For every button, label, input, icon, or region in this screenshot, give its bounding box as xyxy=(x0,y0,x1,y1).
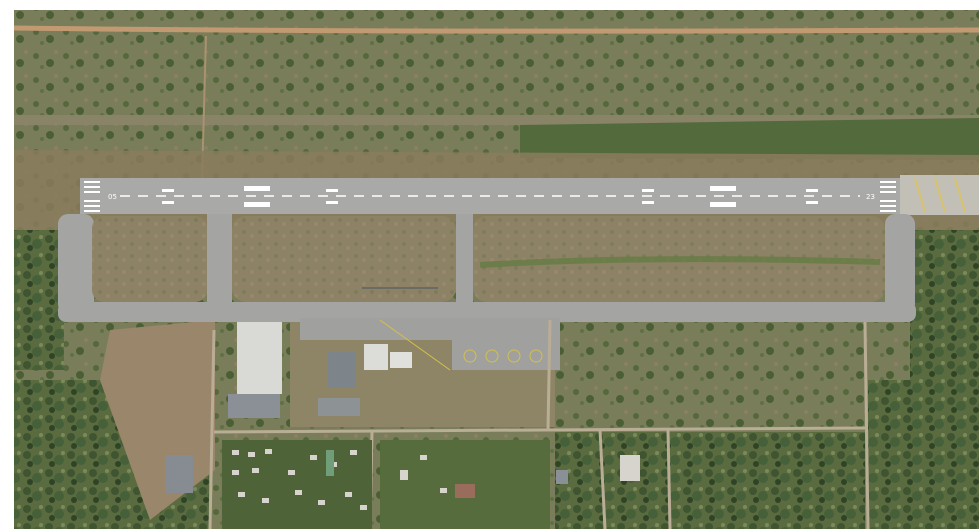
touchdown-markings xyxy=(162,186,818,207)
northern-dirt-road xyxy=(13,25,979,34)
apron xyxy=(300,318,560,370)
southeast-scrub xyxy=(555,330,865,425)
north-clearing-strip xyxy=(14,115,979,125)
west-forest xyxy=(14,230,64,370)
threshold-markings-west xyxy=(84,181,100,212)
east-end-taxiway xyxy=(885,214,915,314)
far-southeast-forest xyxy=(868,380,978,529)
parallel-taxiway xyxy=(58,302,916,322)
apron-parking-stands xyxy=(463,349,543,363)
threshold-markings-east xyxy=(880,181,896,212)
overrun-chevrons xyxy=(914,177,966,213)
north-tree-line xyxy=(520,118,979,160)
village xyxy=(222,440,640,529)
storage-building xyxy=(318,398,360,416)
concrete-pad xyxy=(237,322,282,394)
runway-designator-west: 05 xyxy=(108,193,117,201)
west-end-taxiway xyxy=(58,214,94,314)
apron-lead-in-line xyxy=(379,319,451,371)
control-building xyxy=(364,344,388,370)
southern-roads xyxy=(208,319,870,529)
warehouse-building xyxy=(165,455,193,493)
connector-taxiway-2 xyxy=(456,214,473,314)
infield-vegetation-patch xyxy=(479,256,881,268)
infield-grass-1 xyxy=(92,216,207,302)
connector-taxiway-1 xyxy=(207,214,232,314)
south-forest xyxy=(555,432,865,529)
annex-building xyxy=(390,352,412,368)
hangar-roof xyxy=(228,394,280,418)
runway-designator-east: 23 xyxy=(866,193,875,201)
north-scrub-band xyxy=(14,36,979,116)
infield-grass-2 xyxy=(232,216,456,302)
terminal-building xyxy=(328,352,356,388)
